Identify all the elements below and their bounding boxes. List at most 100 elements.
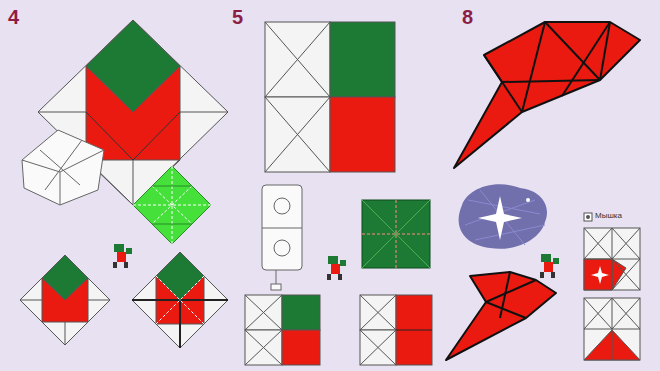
small-diamond-part <box>65 322 66 345</box>
mascot-icon <box>327 256 346 280</box>
small-diamond-part <box>179 300 181 348</box>
small-square-part <box>612 259 640 290</box>
night-sky-scribble-part <box>526 198 530 202</box>
mouse-icon-box-part <box>586 215 590 219</box>
red-bird-large-part <box>484 55 522 112</box>
night-sky-scribble-part <box>465 190 545 245</box>
big-square-part <box>265 22 330 97</box>
red-bird-large-part <box>562 22 610 96</box>
small-diamond <box>20 255 110 345</box>
small-diamond-part <box>132 252 228 348</box>
red-bird-large-part <box>502 80 600 82</box>
small-square-part <box>584 228 612 259</box>
small-square-part <box>584 298 612 329</box>
small-square-part <box>245 330 282 365</box>
small-square-part <box>584 298 612 329</box>
green-diamond-part <box>152 186 192 224</box>
small-square-part <box>612 259 640 290</box>
big-square-part <box>265 97 330 172</box>
green-diamond-part <box>152 186 192 187</box>
small-square <box>360 295 432 365</box>
mascot-icon-part <box>328 256 338 264</box>
small-square-part <box>282 295 320 330</box>
small-square-part <box>584 228 612 259</box>
red-bird-large-part <box>522 22 545 112</box>
small-square-part <box>591 266 609 284</box>
mascot-icon-part <box>551 272 555 278</box>
small-square-part <box>245 330 282 365</box>
big-square-part <box>330 97 395 172</box>
red-bird-large <box>454 22 640 168</box>
folded-model-sketch-part <box>271 284 281 290</box>
small-square-part <box>360 330 396 365</box>
night-sky-scribble-part <box>478 196 522 240</box>
mascot-icon-part <box>338 274 342 280</box>
small-square <box>584 228 640 290</box>
small-diamond-part <box>20 300 42 301</box>
folded-model-sketch-part <box>262 228 302 229</box>
small-square-part <box>245 295 282 330</box>
red-bird-large-part <box>545 22 600 80</box>
small-diamond <box>132 252 228 348</box>
mascot-icon-part <box>327 274 331 280</box>
small-square-part <box>612 298 613 360</box>
step-number: 8 <box>462 6 473 28</box>
mascot-icon-part <box>126 248 132 254</box>
folded-model-sketch-part <box>262 185 302 270</box>
mascot-icon-part <box>340 260 346 266</box>
mascot-icon-part <box>117 252 126 262</box>
mouse-icon-box-part <box>584 213 592 221</box>
green-diamond <box>133 166 211 244</box>
night-sky-scribble-part <box>459 184 547 248</box>
mascot-icon-part <box>553 258 559 264</box>
big-square-part <box>265 22 330 97</box>
big-square-part <box>330 22 395 97</box>
small-square-part <box>584 298 640 360</box>
folded-model-sketch-part <box>274 198 290 214</box>
small-diamond-part <box>156 276 204 324</box>
folded-model-sketch <box>22 130 104 205</box>
red-bird-small-part <box>486 280 536 302</box>
folded-model-sketch-part <box>274 240 290 256</box>
small-square-part <box>612 228 613 290</box>
small-square-part <box>245 330 282 365</box>
folded-model-sketch-part <box>60 172 61 205</box>
green-square <box>362 200 430 268</box>
folded-model-sketch-part <box>45 140 82 190</box>
folded-model-sketch-part <box>22 130 104 205</box>
red-bird-small-part <box>486 302 526 318</box>
small-square-part <box>360 295 396 330</box>
small-square-part <box>612 298 640 329</box>
green-square-part <box>362 200 430 268</box>
small-square-part <box>584 228 640 290</box>
small-diamond-part <box>42 278 88 322</box>
small-diamond-part <box>20 255 110 345</box>
mascot-icon-part <box>544 262 553 272</box>
small-square-part <box>612 259 626 290</box>
mascot-icon-part <box>113 262 117 268</box>
step-number: 4 <box>8 6 19 28</box>
mascot-icon <box>540 254 559 278</box>
green-diamond-part <box>133 166 211 244</box>
big-diamond-part <box>38 112 86 113</box>
small-square-part <box>584 259 612 290</box>
small-square-part <box>612 228 640 259</box>
step-number: 5 <box>232 6 243 28</box>
red-bird-small-part <box>446 272 556 360</box>
green-diamond-part <box>152 224 192 225</box>
mascot-icon-part <box>124 262 128 268</box>
big-diamond-part <box>133 112 180 160</box>
green-square-part <box>362 200 430 268</box>
small-diamond-part <box>156 276 204 324</box>
big-square-part <box>265 97 330 172</box>
model-name: Мышка <box>595 212 622 221</box>
small-square-part <box>360 295 396 330</box>
folded-model-sketch-part <box>40 150 80 185</box>
green-diamond-part <box>152 186 192 224</box>
folded-model-sketch-part <box>22 160 60 172</box>
small-square-part <box>396 330 432 331</box>
big-square <box>265 22 395 172</box>
